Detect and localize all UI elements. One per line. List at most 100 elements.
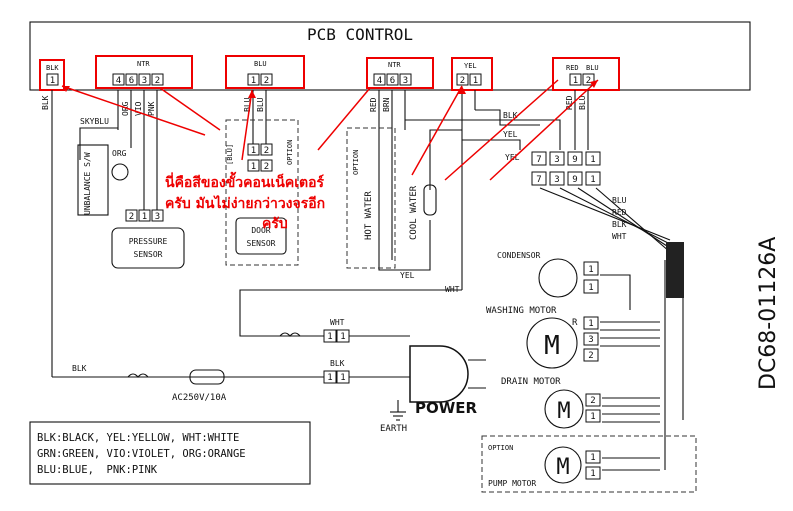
connector-ntr-left: NTR 4 6 3 2 — [95, 55, 193, 89]
power-plug: WHT BLK 1 1 1 1 POWER EARTH — [323, 318, 486, 434]
color-legend: BLK:BLACK, YEL:YELLOW, WHT:WHITE GRN:GRE… — [29, 421, 311, 485]
svg-text:YEL: YEL — [464, 62, 477, 70]
water-valves: OPTION HOT WATER COOL WATER — [346, 127, 437, 269]
svg-text:6: 6 — [390, 76, 395, 86]
wire-bundle — [666, 242, 684, 298]
wire-label: ORG — [121, 101, 130, 116]
washing-motor: WASHING MOTOR M R 1 3 2 — [486, 306, 599, 369]
svg-text:นี่คือสีของขั้วคอนเน็คเตอร์: นี่คือสีของขั้วคอนเน็คเตอร์ — [165, 171, 325, 191]
side-code: DC68-01126A — [756, 237, 781, 390]
svg-text:GRN:GREEN, VIO:VIOLET, ORG:ORA: GRN:GREEN, VIO:VIOLET, ORG:ORANGE — [37, 448, 246, 460]
wire-label: BLK — [41, 95, 50, 110]
svg-text:BLK: BLK — [330, 359, 345, 368]
wire-label: WHT — [445, 285, 460, 294]
wire-label: WHT — [612, 232, 627, 241]
svg-text:2: 2 — [129, 212, 134, 222]
svg-text:AC250V/10A: AC250V/10A — [172, 393, 227, 403]
svg-text:3: 3 — [142, 76, 147, 86]
svg-text:M: M — [556, 455, 569, 480]
connector-yel: YEL 2 1 — [451, 57, 493, 91]
svg-text:OPTION: OPTION — [488, 444, 513, 452]
svg-text:RED: RED — [566, 64, 579, 72]
svg-text:HOT WATER: HOT WATER — [364, 191, 374, 240]
svg-text:1: 1 — [327, 373, 332, 383]
wire-label: BLK — [612, 220, 627, 229]
annotation-arrows — [61, 79, 599, 181]
svg-text:OPTION: OPTION — [352, 150, 360, 175]
svg-text:R: R — [572, 318, 578, 328]
svg-text:PRESSURE: PRESSURE — [129, 237, 168, 246]
svg-text:OPTION: OPTION — [286, 140, 294, 165]
svg-text:ครับ มันไม่ง่ายกว่าวงจรอีก: ครับ มันไม่ง่ายกว่าวงจรอีก — [165, 194, 325, 212]
wire-label: BLU — [578, 95, 587, 110]
wire-label: BLU — [612, 196, 627, 205]
svg-text:COOL WATER: COOL WATER — [409, 185, 419, 240]
thai-annotation: นี่คือสีของขั้วคอนเน็คเตอร์ ครับ มันไม่ง… — [165, 171, 325, 232]
svg-text:BLU: BLU — [586, 64, 599, 72]
svg-text:2: 2 — [590, 396, 595, 406]
svg-text:SENSOR: SENSOR — [247, 239, 276, 248]
svg-text:ORG: ORG — [112, 149, 127, 158]
svg-text:1: 1 — [573, 76, 578, 86]
svg-text:CONDENSOR: CONDENSOR — [497, 251, 541, 260]
svg-text:1: 1 — [473, 76, 478, 86]
svg-text:1: 1 — [590, 469, 595, 479]
svg-text:1: 1 — [50, 76, 55, 86]
condenser: CONDENSOR 1 1 — [497, 251, 599, 298]
svg-text:1: 1 — [251, 146, 256, 156]
svg-text:2: 2 — [460, 76, 465, 86]
wire-label: BLU — [243, 97, 252, 112]
svg-text:3: 3 — [155, 212, 160, 222]
svg-text:4: 4 — [116, 76, 121, 86]
wire-label: YEL — [400, 271, 415, 280]
svg-text:3: 3 — [554, 175, 559, 185]
svg-text:SENSOR: SENSOR — [134, 250, 163, 259]
wire-label: RED — [369, 97, 378, 112]
wire-label: YEL — [503, 130, 518, 139]
pump-motor: OPTION PUMP MOTOR M 1 1 — [481, 435, 697, 493]
highlight-box — [552, 57, 620, 91]
connector-blu: BLU 1 2 — [225, 55, 305, 89]
highlight-box — [95, 55, 193, 89]
svg-text:7: 7 — [536, 175, 541, 185]
svg-text:[BLU]: [BLU] — [226, 144, 234, 165]
svg-text:PUMP MOTOR: PUMP MOTOR — [488, 479, 536, 488]
svg-text:ครับ: ครับ — [262, 216, 288, 232]
svg-text:NTR: NTR — [137, 60, 150, 68]
svg-text:DRAIN MOTOR: DRAIN MOTOR — [501, 377, 561, 387]
svg-text:9: 9 — [572, 155, 577, 165]
svg-text:1: 1 — [251, 162, 256, 172]
svg-text:3: 3 — [403, 76, 408, 86]
svg-text:1: 1 — [142, 212, 147, 222]
svg-text:4: 4 — [377, 76, 382, 86]
terminal-block: 7 3 9 1 7 3 9 1 — [531, 151, 601, 186]
connector-blk: BLK 1 — [39, 59, 65, 91]
wire-label: BRN — [382, 97, 391, 112]
svg-text:2: 2 — [264, 146, 269, 156]
highlight-box — [225, 55, 305, 89]
svg-text:2: 2 — [264, 162, 269, 172]
svg-text:EARTH: EARTH — [380, 424, 407, 434]
wire-label: BLK — [503, 111, 518, 120]
wire-label: SKYBLU — [80, 117, 109, 126]
svg-text:WHT: WHT — [330, 318, 345, 327]
svg-text:1: 1 — [590, 175, 595, 185]
door-sensor: OPTION [BLU] 1 2 1 2 DOOR SENSOR — [225, 119, 299, 266]
svg-text:3: 3 — [554, 155, 559, 165]
svg-text:6: 6 — [129, 76, 134, 86]
svg-text:POWER: POWER — [415, 399, 478, 417]
svg-text:1: 1 — [251, 76, 256, 86]
wire-label: BLU — [256, 97, 265, 112]
connector-red-blu: RED BLU 1 2 — [552, 57, 620, 91]
svg-text:UNBALANCE S/W: UNBALANCE S/W — [83, 152, 92, 215]
pcb-title: PCB CONTROL — [307, 25, 413, 44]
wire-label: BLK — [72, 364, 87, 373]
svg-text:DOOR: DOOR — [251, 226, 270, 235]
svg-text:1: 1 — [340, 332, 345, 342]
svg-text:BLU: BLU — [254, 60, 267, 68]
svg-text:2: 2 — [264, 76, 269, 86]
svg-text:3: 3 — [588, 335, 593, 345]
wire-label: RED — [612, 208, 627, 217]
svg-text:NTR: NTR — [388, 61, 401, 69]
svg-text:1: 1 — [327, 332, 332, 342]
